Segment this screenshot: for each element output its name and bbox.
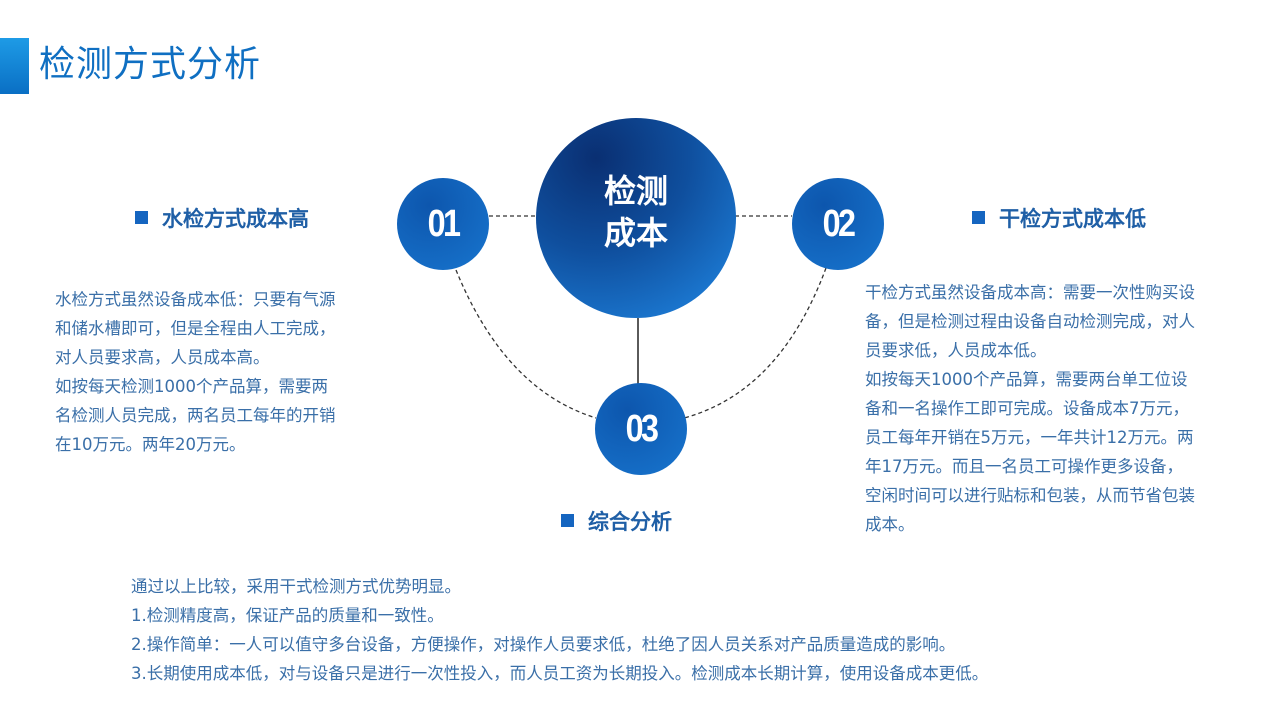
title-accent-bar: [0, 38, 29, 94]
left-description: 水检方式虽然设备成本低：只要有气源 和储水槽即可，但是全程由人工完成， 对人员要…: [55, 285, 336, 459]
right-line: 备和一名操作工即可完成。设备成本7万元，: [865, 399, 1189, 418]
left-line: 名检测人员完成，两名员工每年的开销: [55, 406, 336, 425]
right-line: 空闲时间可以进行贴标和包装，从而节省包装: [865, 486, 1195, 505]
summary-line: 通过以上比较，采用干式检测方式优势明显。: [131, 577, 461, 596]
right-line: 员工每年开销在5万元，一年共计12万元。两: [865, 428, 1194, 447]
summary: 通过以上比较，采用干式检测方式优势明显。 1.检测精度高，保证产品的质量和一致性…: [131, 572, 1251, 688]
node-circle-02: [792, 178, 884, 270]
page-title: 检测方式分析: [39, 44, 262, 85]
left-line: 对人员要求高，人员成本高。: [55, 348, 270, 367]
node-label-03: 03: [625, 408, 659, 450]
center-label-line2: 成本: [603, 214, 668, 252]
center-circle: [536, 118, 736, 318]
square-bullet-icon: [972, 211, 985, 224]
arc-01-03: [455, 269, 597, 419]
left-line: 水检方式虽然设备成本低：只要有气源: [55, 290, 336, 309]
summary-line: 2.操作简单：一人可以值守多台设备，方便操作，对操作人员要求低，杜绝了因人员关系…: [131, 635, 956, 654]
right-line: 年17万元。而且一名员工可操作更多设备，: [865, 457, 1183, 476]
right-line: 如按每天1000个产品算，需要两台单工位设: [865, 370, 1188, 389]
node-circle-01: [397, 178, 489, 270]
node-label-01: 01: [427, 203, 461, 245]
left-heading: 水检方式成本高: [135, 204, 309, 234]
left-line: 如按每天检测1000个产品算，需要两: [55, 377, 328, 396]
right-line: 员要求低，人员成本低。: [865, 341, 1047, 360]
right-line: 备，但是检测过程由设备自动检测完成，对人: [865, 312, 1195, 331]
bottom-heading: 综合分析: [561, 507, 672, 537]
node-circle-03: [595, 383, 687, 475]
node-label-02: 02: [822, 203, 856, 245]
square-bullet-icon: [135, 211, 148, 224]
left-heading-text: 水检方式成本高: [162, 207, 309, 231]
right-heading: 干检方式成本低: [972, 204, 1146, 234]
right-line: 成本。: [865, 515, 915, 534]
right-heading-text: 干检方式成本低: [999, 207, 1146, 231]
left-line: 和储水槽即可，但是全程由人工完成，: [55, 319, 336, 338]
bottom-heading-text: 综合分析: [588, 510, 672, 534]
right-description: 干检方式虽然设备成本高：需要一次性购买设 备，但是检测过程由设备自动检测完成，对…: [865, 278, 1195, 539]
center-label: 检测 成本: [536, 170, 736, 254]
summary-line: 3.长期使用成本低，对与设备只是进行一次性投入，而人员工资为长期投入。检测成本长…: [131, 664, 989, 683]
square-bullet-icon: [561, 514, 574, 527]
center-label-line1: 检测: [603, 172, 668, 210]
summary-line: 1.检测精度高，保证产品的质量和一致性。: [131, 606, 444, 625]
right-line: 干检方式虽然设备成本高：需要一次性购买设: [865, 283, 1195, 302]
left-line: 在10万元。两年20万元。: [55, 435, 246, 454]
arc-02-03: [683, 267, 827, 419]
